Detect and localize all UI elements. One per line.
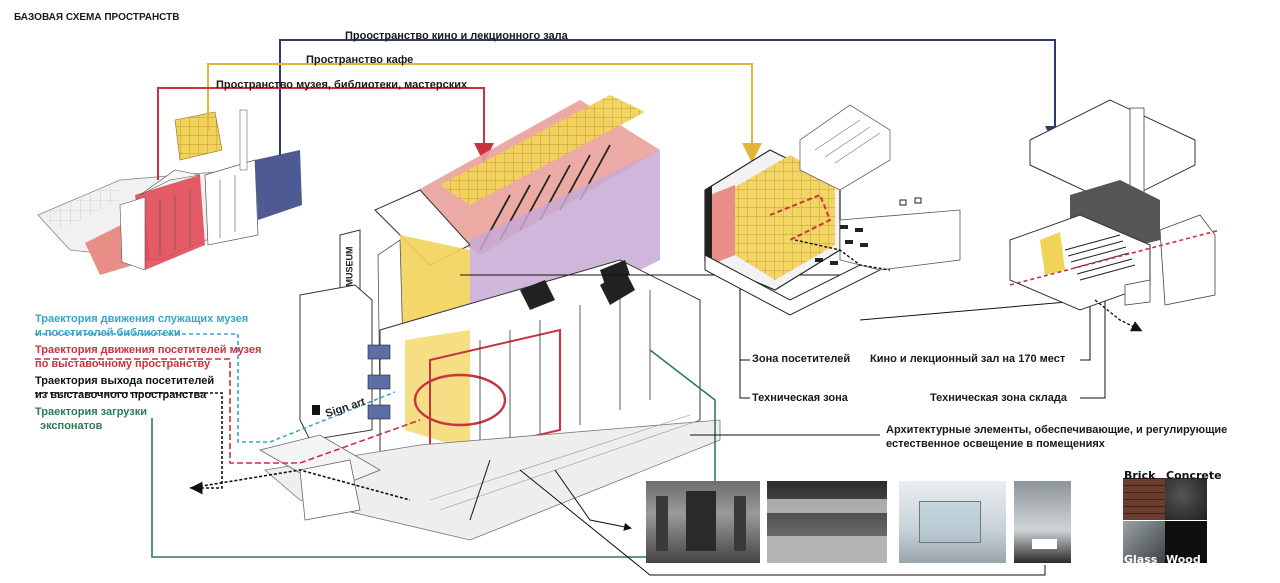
photo-gallery-hall — [767, 481, 887, 563]
callout-cinema-hall: Кино и лекционный зал на 170 мест — [870, 353, 1066, 365]
cafe-building — [704, 104, 961, 316]
concrete-label: Concrete — [1166, 469, 1222, 482]
main-building — [258, 95, 721, 541]
page-title: БАЗОВАЯ СХЕМА ПРОСТРАНСТВ — [14, 12, 180, 23]
traj-loading-line2: экспонатов — [40, 420, 103, 432]
callout-visitor-zone: Зона посетителей — [752, 353, 851, 365]
label-museum-zone: Пространство музея, библиотеки, мастерск… — [216, 79, 468, 91]
traj-visitors-line2: по выставочному пространству — [35, 358, 211, 370]
callout-technical-zone: Техническая зона — [752, 392, 848, 404]
wood-swatch — [1165, 521, 1207, 563]
glass-swatch — [1123, 521, 1165, 563]
label-cafe-zone: Пространство кафе — [306, 54, 414, 66]
brick-label: Brick — [1124, 469, 1156, 482]
overview-building — [37, 109, 302, 275]
label-cinema-zone: Проостранство кино и лекционного зала — [345, 30, 568, 42]
concrete-swatch — [1165, 478, 1207, 520]
traj-staff-line1: Траектория движения служащих музея — [35, 313, 249, 325]
wood-label: Wood — [1166, 553, 1201, 566]
traj-exit-line2: из выставочного пространства — [35, 389, 207, 401]
cinema-building — [1009, 99, 1221, 332]
museum-sign: MUSEUM — [344, 246, 355, 287]
photo-corridor — [1014, 481, 1071, 563]
photo-glass-room — [899, 481, 1006, 563]
photo-concrete-hall — [646, 481, 760, 563]
traj-staff-line2: и посетителей библиотеки — [35, 327, 181, 339]
brick-swatch — [1123, 478, 1165, 520]
callout-warehouse-zone: Техническая зона склада — [930, 392, 1067, 404]
glass-label: Glass — [1124, 553, 1158, 566]
traj-loading-line1: Траектория загрузки — [35, 406, 147, 418]
traj-visitors-line1: Траектория движения посетителей музея — [35, 344, 262, 356]
callout-arch-line1: Архитектурные элементы, обеспечивающие, … — [886, 424, 1228, 436]
traj-exit-line1: Траектория выхода посетителей — [35, 375, 215, 387]
callout-arch-line2: естественное освещение в помещениях — [886, 438, 1105, 450]
